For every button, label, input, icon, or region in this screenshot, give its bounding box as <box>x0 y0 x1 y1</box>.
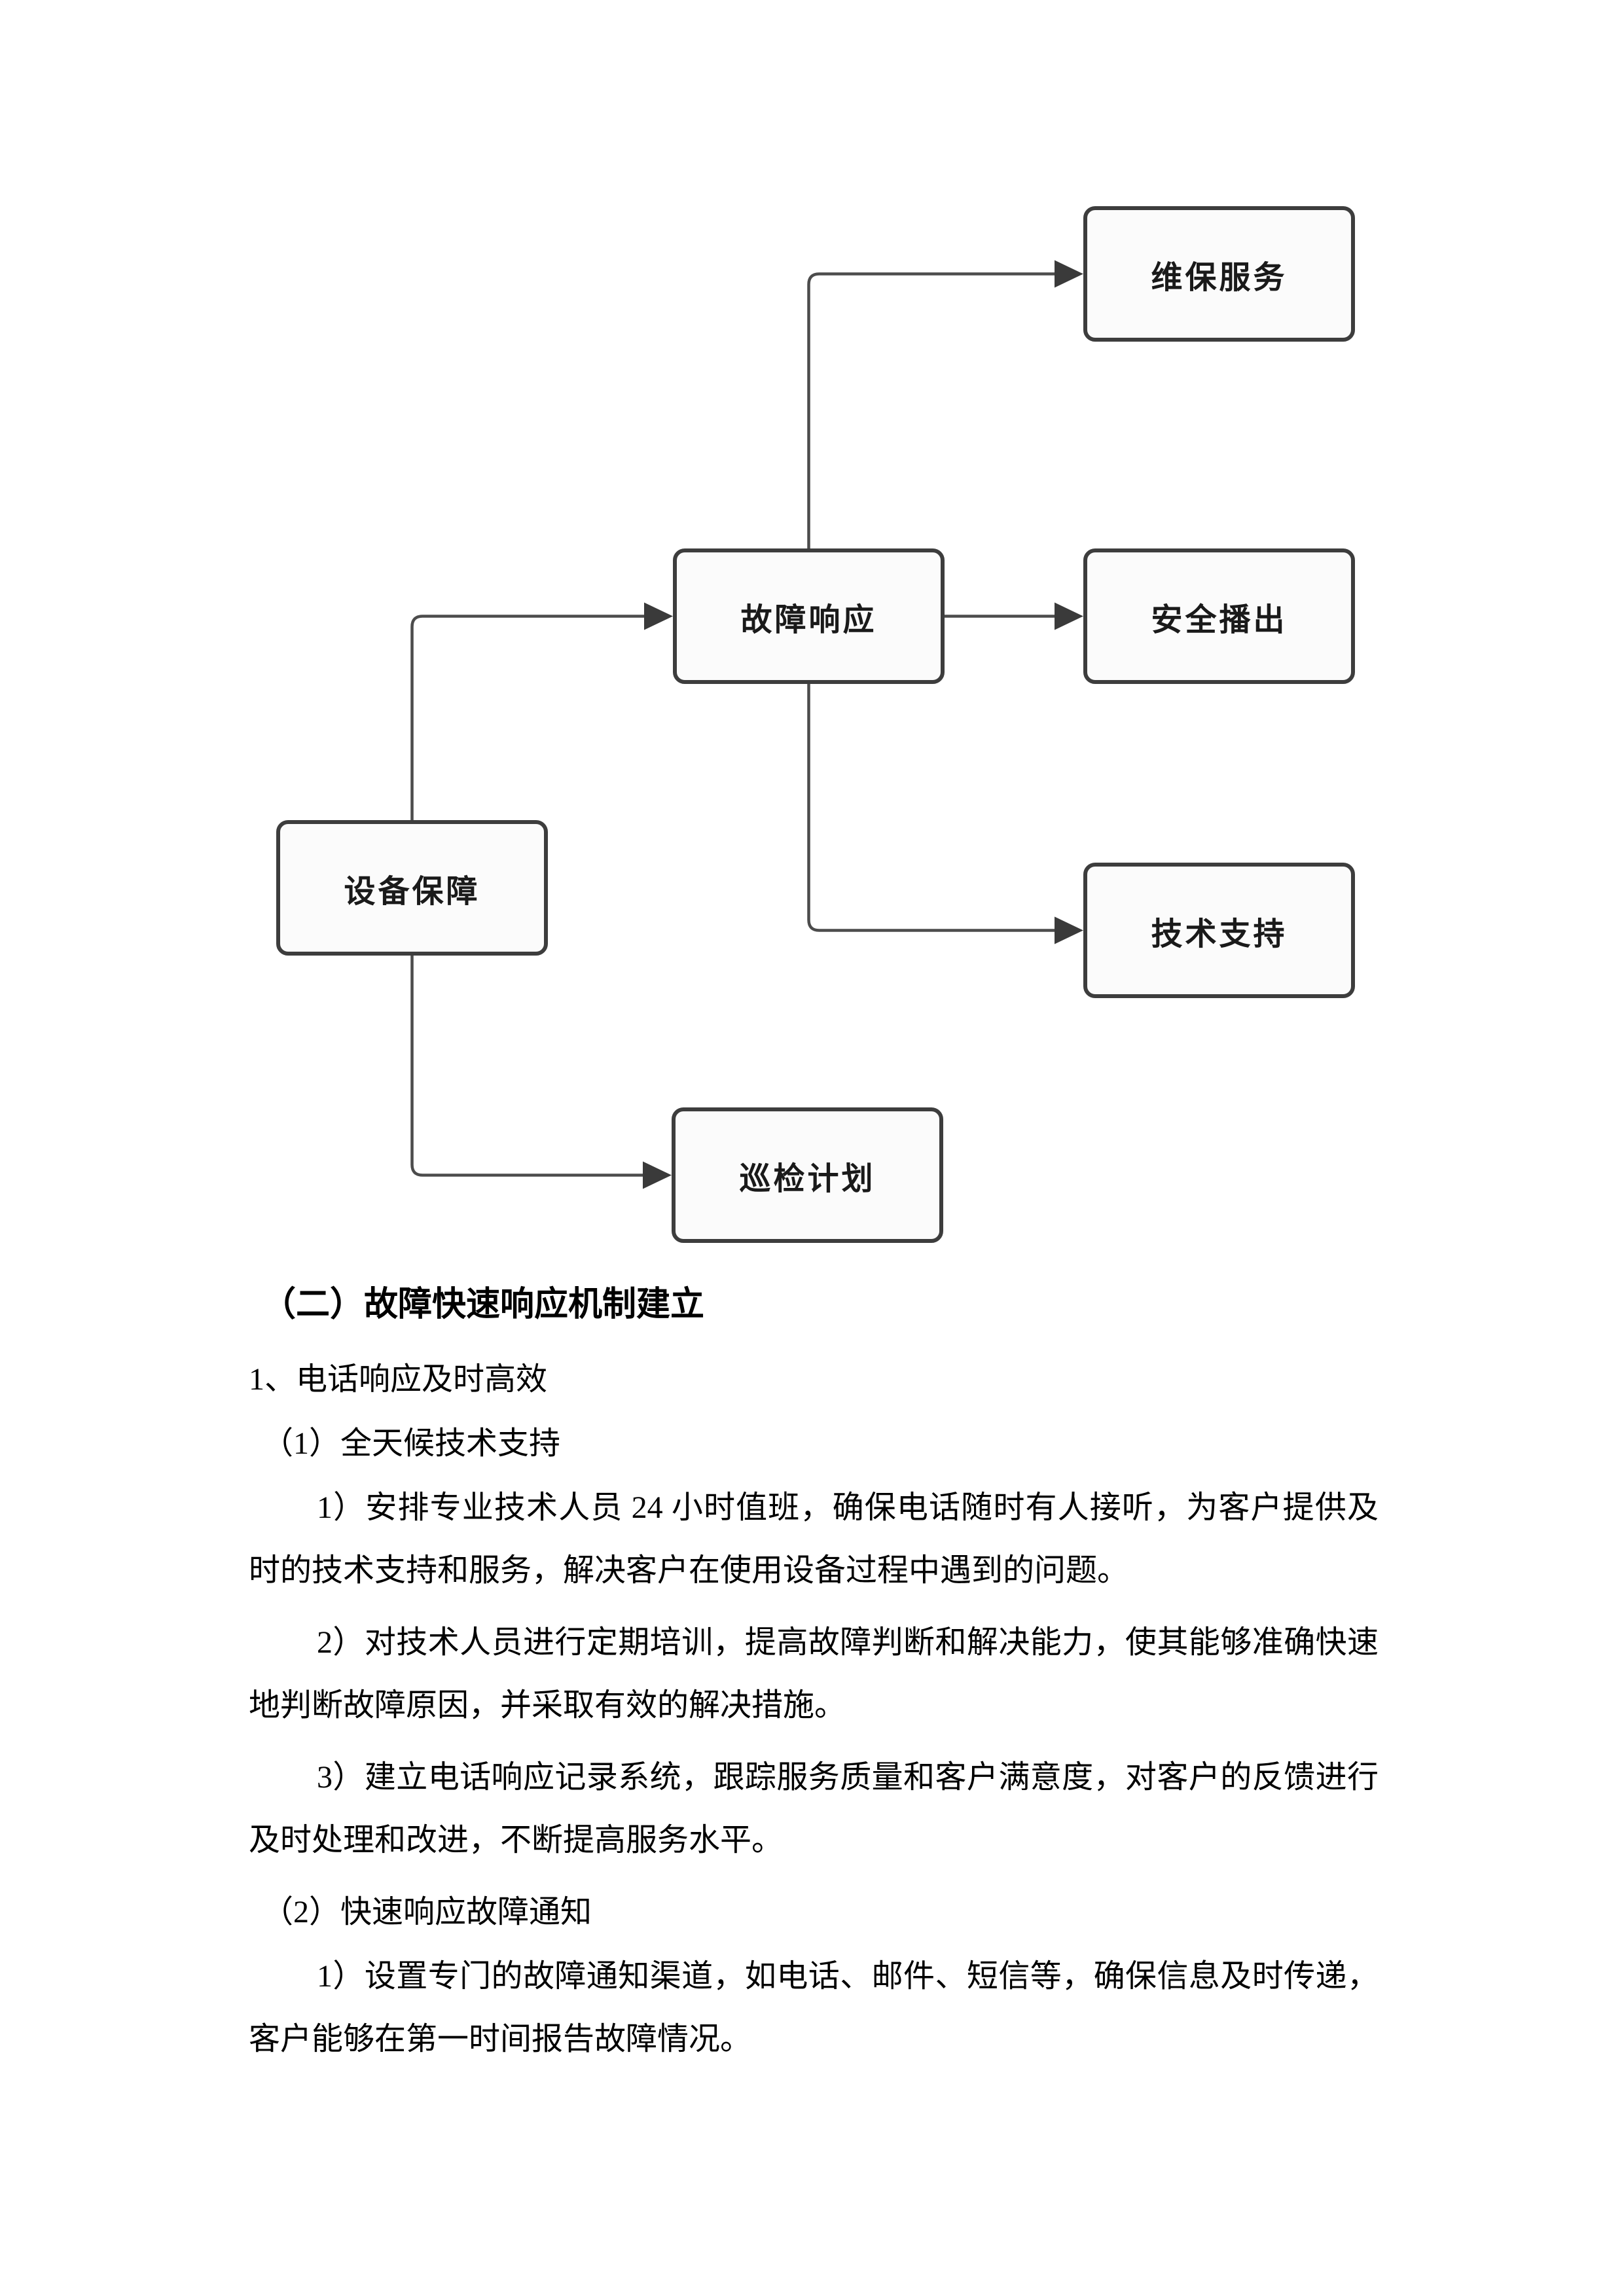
arrowhead-icon <box>1055 260 1083 288</box>
connector-fault-to-maintenance <box>807 272 1056 548</box>
connector-equipment-to-inspection <box>410 956 644 1177</box>
paragraph: 3）建立电话响应记录系统，跟踪服务质量和客户满意度，对客户的反馈进行及时处理和改… <box>249 1760 1379 1857</box>
item2-title: （2）快速响应故障通知 <box>262 1895 592 1929</box>
connector-equipment-to-fault <box>410 615 645 820</box>
connector-fault-to-tech <box>807 684 1056 932</box>
arrowhead-icon <box>644 602 673 630</box>
node-label: 维保服务 <box>1151 260 1288 295</box>
connector-lines <box>410 272 1056 1177</box>
node-inspection-plan: 巡检计划 <box>672 1107 943 1243</box>
node-label: 巡检计划 <box>739 1161 876 1196</box>
arrowhead-icon <box>1055 602 1083 630</box>
node-label: 技术支持 <box>1151 916 1288 952</box>
paragraph: 1）设置专门的故障通知渠道，如电话、邮件、短信等，确保信息及时传递，客户能够在第… <box>249 1959 1379 2056</box>
subsection-heading: 1、电话响应及时高效 <box>249 1362 548 1397</box>
document-body: （二）故障快速响应机制建立 1、电话响应及时高效 （1）全天候技术支持 1）安排… <box>249 1282 1379 2071</box>
connector-arrowheads <box>643 260 1083 1189</box>
node-fault-response: 故障响应 <box>673 548 945 684</box>
paragraph: 1）安排专业技术人员 24 小时值班，确保电话随时有人接听，为客户提供及时的技术… <box>249 1490 1379 1588</box>
paragraph: 2）对技术人员进行定期培训，提高故障判断和解决能力，使其能够准确快速地判断故障原… <box>249 1625 1379 1723</box>
node-label: 安全播出 <box>1151 602 1288 637</box>
node-maintenance-service: 维保服务 <box>1083 206 1355 342</box>
node-safe-broadcast: 安全播出 <box>1083 548 1355 684</box>
arrowhead-icon <box>1055 916 1083 944</box>
flowchart-connectors <box>410 260 1083 1189</box>
node-label: 设备保障 <box>344 874 480 909</box>
flowchart: 维保服务 故障响应 安全播出 技术支持 设备保障 巡检计划 <box>276 206 1355 1243</box>
node-tech-support: 技术支持 <box>1083 863 1355 998</box>
node-label: 故障响应 <box>740 602 877 637</box>
node-equipment-support: 设备保障 <box>276 820 548 956</box>
section-heading: （二）故障快速响应机制建立 <box>262 1286 705 1323</box>
arrowhead-icon <box>643 1161 672 1189</box>
item1-title: （1）全天候技术支持 <box>262 1426 561 1461</box>
